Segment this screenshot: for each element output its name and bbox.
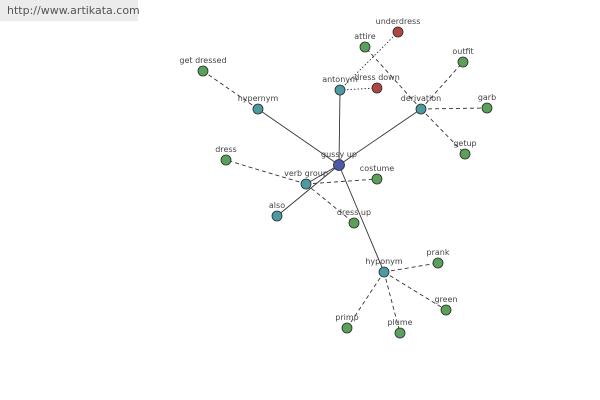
node-label-garb[interactable]: garb [478, 93, 496, 102]
edge-antonym-to-dress-down [339, 87, 378, 91]
edge-hyponym-to-prank [383, 262, 439, 273]
node-label-dress-up[interactable]: dress up [337, 208, 371, 217]
edge-hyponym-to-plume [383, 271, 401, 334]
node-costume[interactable] [371, 173, 383, 185]
node-also[interactable] [271, 210, 283, 222]
node-dress-down[interactable] [371, 82, 383, 94]
node-label-attire[interactable]: attire [354, 32, 376, 41]
node-derivation[interactable] [415, 103, 427, 115]
label-layer: gussy up hypernym antonym derivation verb gr… [179, 17, 496, 327]
node-dress-up[interactable] [348, 217, 360, 229]
edge-gussy-up-to-also [276, 164, 340, 217]
edge-gussy-up-to-verb-group [305, 164, 340, 185]
node-label-antonym[interactable]: antonym [322, 75, 358, 84]
edge-gussy-up-to-hypernym [257, 108, 340, 166]
node-label-prank[interactable]: prank [427, 248, 450, 257]
node-prank[interactable] [432, 257, 444, 269]
edge-gussy-up-to-antonym [338, 89, 341, 166]
node-label-also[interactable]: also [269, 201, 285, 210]
source-url[interactable]: http://www.artikata.com [0, 0, 140, 21]
edge-verb-group-to-dress-up [305, 183, 355, 224]
edge-gussy-up-to-hyponym [338, 164, 385, 273]
node-antonym[interactable] [334, 84, 346, 96]
node-label-outfit[interactable]: outfit [452, 47, 473, 56]
node-primp[interactable] [341, 322, 353, 334]
node-attire[interactable] [359, 41, 371, 53]
node-plume[interactable] [394, 327, 406, 339]
node-gussy-up[interactable] [333, 159, 345, 171]
node-label-hypernym[interactable]: hypernym [238, 94, 279, 103]
node-label-underdress[interactable]: underdress [376, 17, 421, 26]
edge-hyponym-to-green [383, 271, 447, 311]
node-label-dress[interactable]: dress [215, 145, 236, 154]
edge-verb-group-to-costume [305, 178, 378, 185]
node-dress[interactable] [220, 154, 232, 166]
edge-layer [202, 31, 488, 334]
edge-derivation-to-outfit [420, 61, 464, 110]
edge-gussy-up-to-derivation [338, 108, 422, 166]
node-label-getup[interactable]: getup [453, 139, 476, 148]
edge-hypernym-to-get-dressed [202, 70, 259, 110]
node-outfit[interactable] [457, 56, 469, 68]
edge-derivation-to-garb [420, 107, 488, 110]
node-hyponym[interactable] [378, 266, 390, 278]
edge-derivation-to-getup [420, 108, 466, 155]
node-label-get-dressed[interactable]: get dressed [179, 56, 226, 65]
node-label-derivation[interactable]: derivation [401, 94, 441, 103]
node-label-plume[interactable]: plume [387, 318, 412, 327]
node-label-hyponym[interactable]: hyponym [365, 257, 403, 266]
node-garb[interactable] [481, 102, 493, 114]
node-label-dress-down[interactable]: dress down [354, 73, 400, 82]
node-label-gussy-up[interactable]: gussy up [321, 150, 357, 159]
node-verb-group[interactable] [300, 178, 312, 190]
node-label-costume[interactable]: costume [360, 164, 394, 173]
node-green[interactable] [440, 304, 452, 316]
node-hypernym[interactable] [252, 103, 264, 115]
node-underdress[interactable] [392, 26, 404, 38]
node-layer [197, 26, 493, 339]
node-label-primp[interactable]: primp [335, 313, 358, 322]
node-getup[interactable] [459, 148, 471, 160]
node-label-verb-group[interactable]: verb group [284, 169, 328, 178]
node-label-green[interactable]: green [434, 295, 457, 304]
node-get-dressed[interactable] [197, 65, 209, 77]
